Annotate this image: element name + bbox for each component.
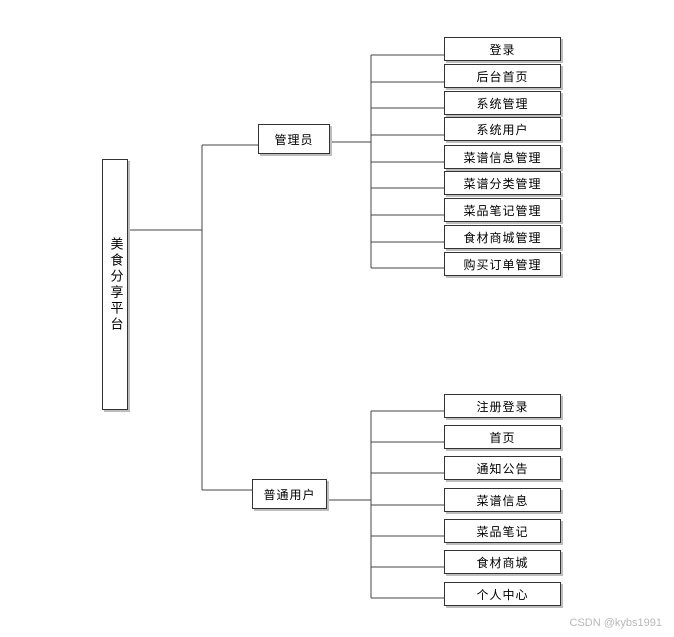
user-item-ingredient-mall: 食材商城 bbox=[444, 550, 561, 574]
group-admin: 管理员 bbox=[258, 124, 330, 154]
admin-item-login: 登录 bbox=[444, 37, 561, 61]
admin-item-orders: 购买订单管理 bbox=[444, 252, 561, 276]
admin-item-recipe-category: 菜谱分类管理 bbox=[444, 171, 561, 195]
root-node: 美食分享平台 bbox=[102, 159, 128, 410]
user-item-label: 个人中心 bbox=[476, 587, 529, 602]
admin-item-system: 系统管理 bbox=[444, 91, 561, 115]
admin-item-label: 系统用户 bbox=[476, 122, 529, 137]
user-item-register-login: 注册登录 bbox=[444, 394, 561, 418]
admin-item-label: 购买订单管理 bbox=[463, 257, 542, 272]
group-user-label: 普通用户 bbox=[263, 487, 316, 502]
user-item-dish-notes: 菜品笔记 bbox=[444, 519, 561, 543]
admin-item-label: 登录 bbox=[489, 42, 516, 57]
admin-item-dashboard: 后台首页 bbox=[444, 64, 561, 88]
admin-item-label: 食材商城管理 bbox=[463, 230, 542, 245]
admin-item-label: 系统管理 bbox=[476, 96, 529, 111]
user-item-label: 食材商城 bbox=[476, 555, 529, 570]
user-item-label: 菜品笔记 bbox=[476, 524, 529, 539]
user-item-label: 注册登录 bbox=[476, 399, 529, 414]
root-label: 美食分享平台 bbox=[107, 236, 123, 333]
user-item-personal-center: 个人中心 bbox=[444, 582, 561, 606]
admin-item-ingredient-mall: 食材商城管理 bbox=[444, 225, 561, 249]
user-item-label: 菜谱信息 bbox=[476, 493, 529, 508]
user-item-notices: 通知公告 bbox=[444, 456, 561, 480]
admin-item-label: 菜品笔记管理 bbox=[463, 203, 542, 218]
group-user: 普通用户 bbox=[252, 479, 327, 509]
admin-item-label: 后台首页 bbox=[476, 69, 529, 84]
admin-item-dish-notes: 菜品笔记管理 bbox=[444, 198, 561, 222]
user-item-label: 首页 bbox=[489, 430, 516, 445]
admin-item-label: 菜谱信息管理 bbox=[463, 150, 542, 165]
admin-item-recipe-info: 菜谱信息管理 bbox=[444, 145, 561, 169]
admin-item-system-users: 系统用户 bbox=[444, 117, 561, 141]
group-admin-label: 管理员 bbox=[274, 132, 314, 147]
user-item-home: 首页 bbox=[444, 425, 561, 449]
admin-item-label: 菜谱分类管理 bbox=[463, 176, 542, 191]
user-item-label: 通知公告 bbox=[476, 461, 529, 476]
watermark: CSDN @kybs1991 bbox=[569, 617, 662, 629]
user-item-recipe-info: 菜谱信息 bbox=[444, 488, 561, 512]
